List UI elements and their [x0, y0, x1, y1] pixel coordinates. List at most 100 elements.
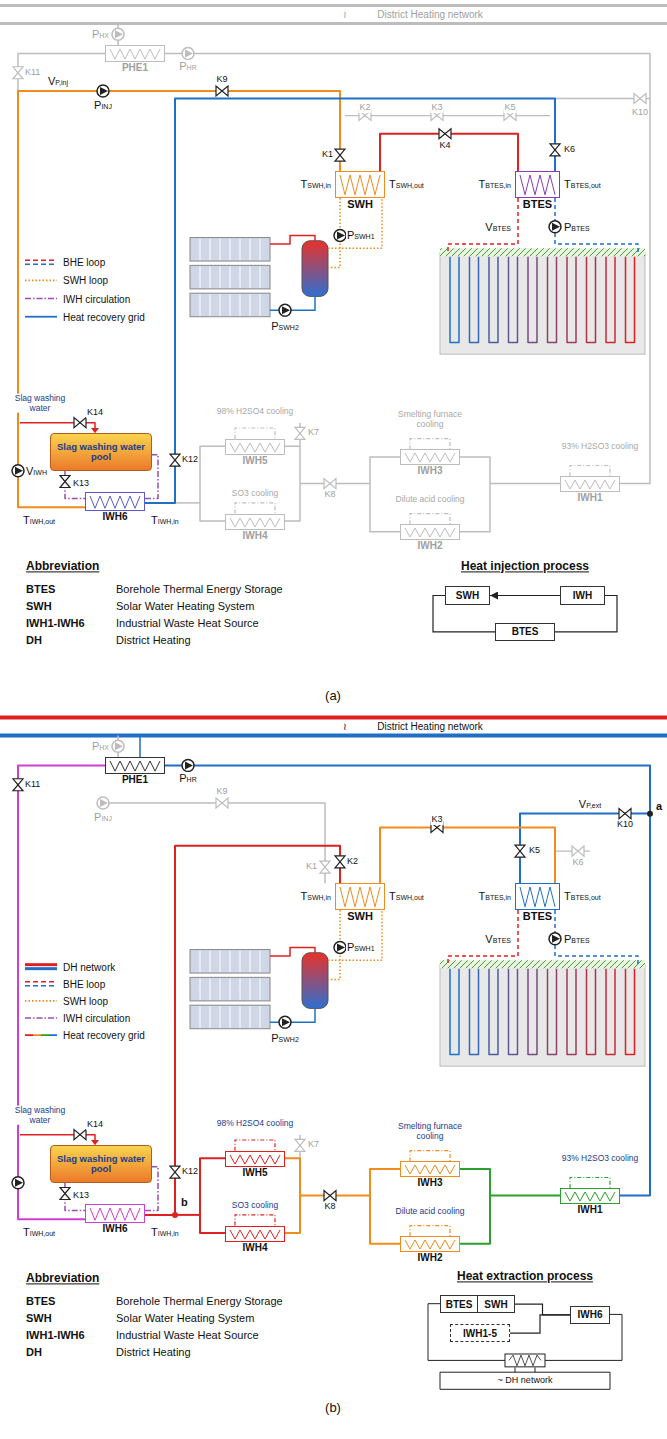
- collector-stripe: [200, 978, 201, 999]
- pipe: [0, 715, 667, 719]
- label: 93% H2SO3 cooling: [557, 443, 643, 452]
- label: K10: [631, 108, 649, 118]
- borehole-tube: [509, 257, 518, 343]
- exchanger-zigzag: [405, 1240, 455, 1249]
- valve-symbol: [634, 93, 646, 103]
- label: Industrial Waste Heat Source: [115, 617, 260, 629]
- borehole-tube: [528, 257, 537, 343]
- label: K2: [358, 103, 371, 113]
- label: Borehole Thermal Energy Storage: [115, 582, 284, 594]
- ground-hatch: [440, 248, 645, 256]
- label: K3: [430, 103, 443, 113]
- label: Solar Water Heating System: [115, 600, 255, 612]
- process-box: SWH: [477, 1295, 515, 1313]
- exchanger-zigzag: [230, 1230, 280, 1239]
- pool-shape: Slag washing water pool: [50, 433, 152, 470]
- borehole-tube: [587, 257, 596, 343]
- borehole-tube: [567, 257, 576, 343]
- label: (a): [324, 688, 342, 702]
- legend-sample: [25, 1000, 57, 1002]
- collector-stripe: [250, 978, 251, 999]
- legend-sample: [25, 259, 57, 261]
- label: PBTES: [563, 221, 591, 233]
- label: K10: [616, 820, 634, 830]
- exchanger-zigzag: [401, 1237, 459, 1251]
- label: ≀: [342, 8, 348, 19]
- label: K7: [307, 1140, 320, 1150]
- label: TSWH,in: [300, 890, 332, 902]
- collector-stripe: [230, 294, 231, 315]
- legend-sample: [25, 316, 57, 318]
- collector-stripe: [200, 1006, 201, 1027]
- pipe: [0, 734, 667, 738]
- exchanger-zigzag: [401, 1162, 459, 1176]
- pipe: [0, 4, 667, 7]
- node-text: BTES: [523, 198, 552, 210]
- heat-exchanger-box: IWH3: [400, 449, 460, 465]
- pump-symbol: [552, 935, 560, 943]
- label: VBTES: [484, 933, 512, 945]
- node-text: IWH1: [578, 492, 603, 503]
- label: Smelting furnace cooling: [387, 410, 473, 429]
- valve-symbol: [216, 798, 228, 808]
- legend-sample: [33, 1034, 41, 1036]
- node-text: BTES: [512, 626, 539, 637]
- pump-symbol: [549, 933, 561, 945]
- collector-stripe: [210, 266, 211, 287]
- label: K13: [72, 479, 90, 489]
- process-line: [440, 1372, 610, 1389]
- exchanger-zigzag: [90, 1208, 140, 1220]
- pipe: [555, 910, 638, 965]
- label: 98% H2SO4 cooling: [212, 1119, 298, 1128]
- heat-exchanger-box: IWH5: [225, 1151, 285, 1167]
- legend-sample: [41, 1034, 49, 1036]
- exchanger-zigzag: [516, 172, 559, 197]
- process-box: IWH: [560, 586, 605, 604]
- node-text: IWH3: [418, 1177, 443, 1188]
- label: K3: [430, 815, 443, 825]
- exchanger-zigzag: [336, 884, 384, 909]
- connector: [510, 1315, 570, 1333]
- solar-collector: [190, 265, 270, 289]
- label: TIWH,out: [22, 1226, 56, 1238]
- label: Heat injection process: [460, 561, 590, 574]
- node-text: BTES: [523, 910, 552, 922]
- label: K13: [72, 1191, 90, 1201]
- collector-stripe: [260, 951, 261, 972]
- solar-collector: [190, 1005, 270, 1029]
- collector-stripe: [200, 239, 201, 260]
- pipe: [380, 828, 555, 884]
- heat-exchanger-box: IWH2: [400, 524, 460, 540]
- label: K14: [86, 408, 104, 418]
- node-text: PHE1: [122, 774, 148, 785]
- valve-symbol: [550, 144, 560, 156]
- borehole-tube: [548, 257, 557, 343]
- exchanger-zigzag: [561, 477, 619, 491]
- label: PSWH2: [270, 1032, 300, 1044]
- collector-stripe: [200, 266, 201, 287]
- label: K14: [86, 1120, 104, 1130]
- pipe: [285, 446, 300, 521]
- legend-sample: [25, 981, 57, 983]
- exchanger-zigzag: [226, 515, 284, 529]
- label: TBTES,in: [478, 890, 512, 902]
- exchanger-zigzag: [520, 175, 555, 195]
- valve-symbol: [13, 779, 23, 791]
- collector-stripe: [210, 951, 211, 972]
- legend-sample: [25, 1034, 33, 1036]
- exchanger-zigzag: [405, 1165, 455, 1174]
- legend-sample: [25, 963, 57, 966]
- borehole-tube: [626, 257, 635, 343]
- collector-stripe: [200, 294, 201, 315]
- label: Abbreviation: [25, 561, 100, 574]
- label: b: [180, 1196, 189, 1208]
- pipe: [175, 502, 200, 504]
- label: VBTES: [484, 221, 512, 233]
- pipe: [145, 98, 555, 503]
- pipe: [175, 1214, 200, 1216]
- process-line: [535, 1367, 536, 1372]
- borehole-tube: [606, 969, 615, 1055]
- heat-exchanger-box: IWH1: [560, 476, 620, 492]
- exchanger-zigzag: [520, 887, 555, 907]
- process-box: IWH1-5: [450, 1324, 510, 1342]
